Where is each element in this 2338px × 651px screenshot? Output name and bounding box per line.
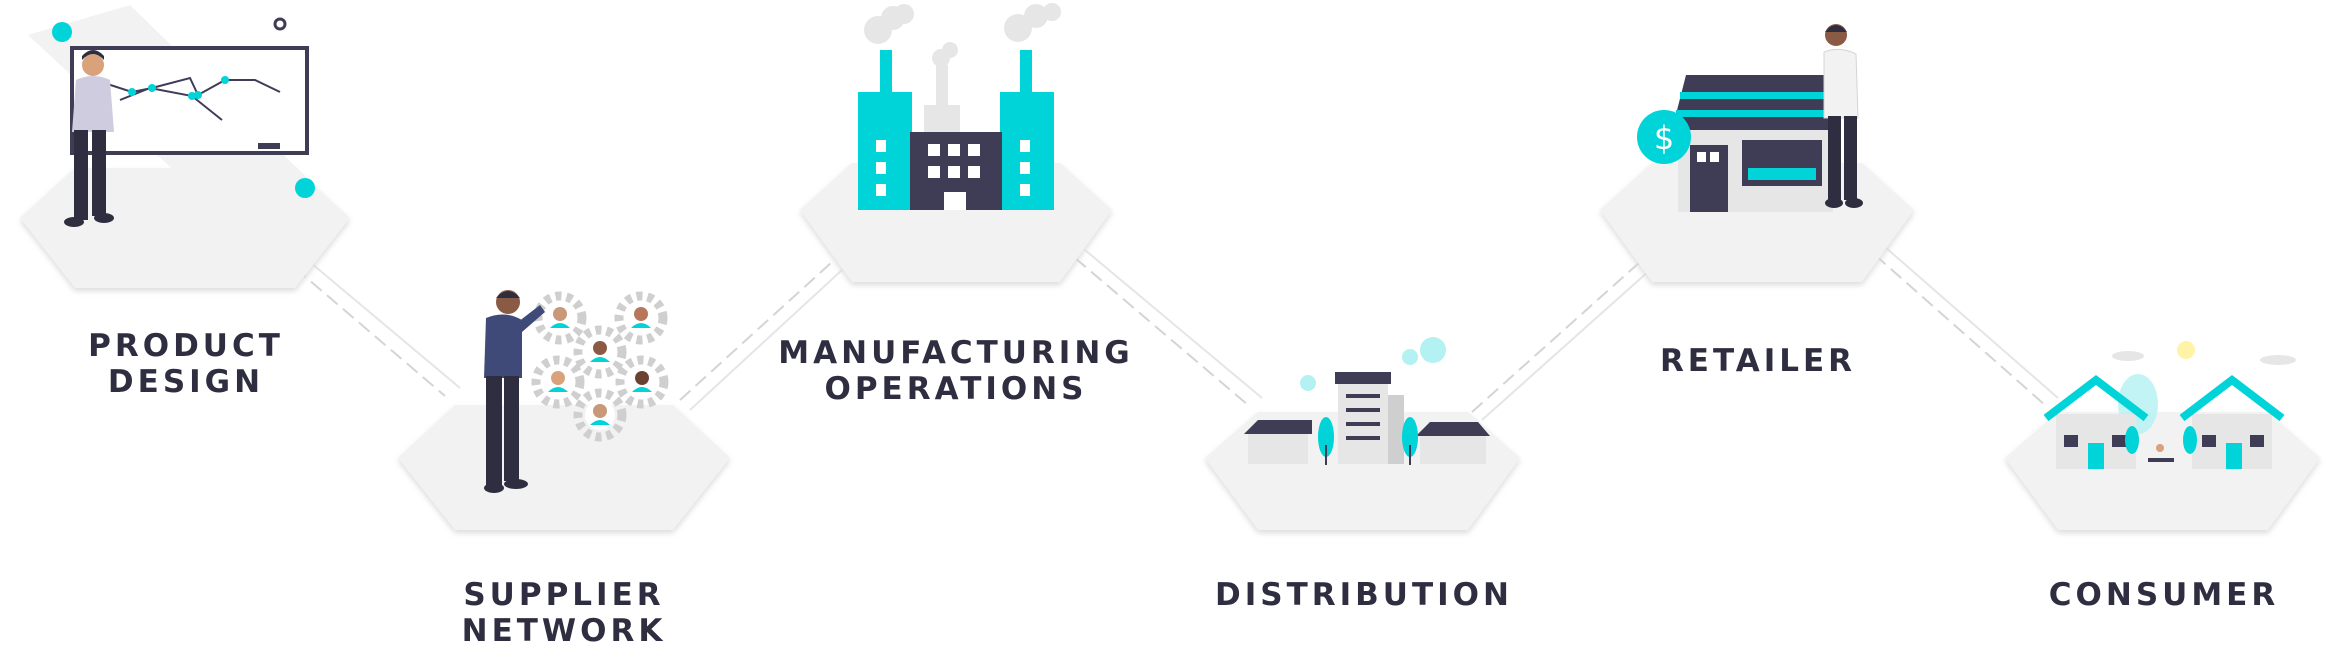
label-distribution: DISTRIBUTION [1214, 577, 1514, 613]
label-supplier-network: SUPPLIER NETWORK [414, 577, 714, 649]
house [1420, 434, 1486, 464]
label-line: PRODUCT [88, 328, 284, 364]
store-awning [1672, 75, 1838, 130]
chimney [936, 65, 948, 105]
person-leg [74, 130, 88, 220]
consumer-illustration [2043, 341, 2296, 469]
product-design-illustration [28, 5, 335, 232]
tower-mid-top [924, 105, 960, 135]
supplier-network-illustration [484, 290, 669, 493]
chimney [880, 50, 892, 95]
person-leg [1828, 116, 1841, 200]
tree [2125, 426, 2139, 454]
label-line: NETWORK [461, 613, 667, 649]
person-leg [486, 376, 502, 486]
connector-distribution-retailer [1471, 261, 1641, 413]
accent-dot [52, 22, 72, 42]
platform-supplier-network [398, 405, 730, 530]
label-consumer: CONSUMER [2014, 577, 2314, 613]
bench [2148, 458, 2174, 462]
connector-supplier-manufacturing [679, 261, 833, 401]
smoke-clouds [864, 3, 1061, 67]
label-line: OPERATIONS [824, 371, 1088, 407]
connector-manufacturing-distribution [1074, 257, 1249, 406]
chimney [1020, 50, 1032, 95]
accent-dot [295, 178, 315, 198]
person-torso [484, 314, 522, 378]
store-door [1690, 145, 1728, 212]
label-line: SUPPLIER [463, 577, 665, 613]
connector-lines [294, 246, 2059, 421]
connector-retailer-consumer [1874, 254, 2046, 406]
gear-network [531, 291, 669, 442]
house [1248, 432, 1308, 464]
label-line: DISTRIBUTION [1215, 577, 1513, 613]
label-line: MANUFACTURING [778, 335, 1134, 371]
platforms [20, 163, 2320, 530]
label-line: CONSUMER [2048, 577, 2280, 613]
person-torso [72, 76, 114, 132]
connector-retailer-consumer-b [1884, 246, 2059, 399]
tree [1402, 417, 1418, 457]
tree [2183, 426, 2197, 454]
sun [2177, 341, 2195, 359]
connector-design-supplier-b [304, 257, 461, 389]
distribution-illustration [1244, 337, 1490, 465]
label-line: DESIGN [107, 364, 265, 400]
label-line: RETAILER [1659, 343, 1857, 379]
person-torso [1823, 48, 1859, 119]
dollar-sign-symbol: $ [1654, 119, 1674, 157]
person-head [82, 54, 104, 76]
gear-avatars [543, 303, 657, 430]
connector-distribution-retailer-b [1481, 269, 1651, 421]
person-leg [92, 130, 106, 216]
person-leg [504, 376, 519, 481]
platform-consumer [2005, 412, 2320, 530]
marker [258, 143, 280, 149]
tree [1318, 417, 1334, 457]
retailer-illustration: $ [1637, 24, 1863, 212]
connector-supplier-manufacturing-b [689, 269, 843, 411]
label-retailer: RETAILER [1608, 343, 1908, 379]
accent-dot-outline [273, 17, 287, 31]
connector-manufacturing-distribution-b [1084, 249, 1263, 399]
connector-design-supplier [294, 267, 446, 397]
windows [876, 140, 1030, 210]
dollar-sign-icon [1637, 110, 1691, 164]
label-manufacturing-operations: MANUFACTURING OPERATIONS [756, 335, 1156, 407]
person-arm [518, 305, 545, 332]
label-product-design: PRODUCT DESIGN [36, 328, 336, 400]
person-leg [1844, 116, 1857, 200]
manufacturing-illustration [858, 3, 1061, 210]
